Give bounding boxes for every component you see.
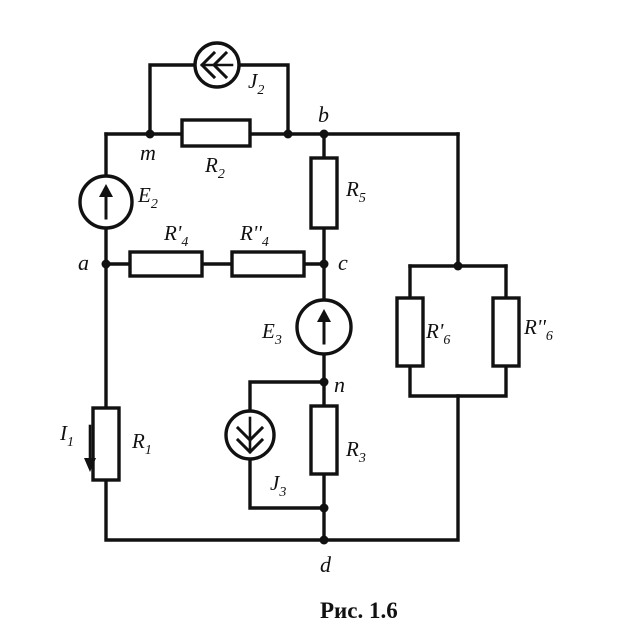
voltage-source-e2 (78, 174, 134, 230)
label-j3: J3 (270, 471, 286, 500)
junction-m (145, 129, 155, 139)
wire-j3-top (248, 380, 326, 413)
node-label-a: a (78, 250, 89, 275)
label-r4-prime: R'4 (163, 221, 188, 250)
label-r6-prime: R'6 (425, 319, 450, 348)
label-r5: R5 (345, 177, 366, 206)
arrow-up-icon (99, 184, 113, 197)
junction-b (319, 129, 329, 139)
resistor-r1 (91, 406, 121, 482)
node-label-c: c (338, 250, 348, 275)
resistor-r5 (309, 156, 339, 230)
label-r3: R3 (345, 437, 366, 466)
node-label-b: b (318, 102, 329, 127)
resistor-r2 (180, 118, 252, 148)
wire-j3-bottom (248, 457, 326, 510)
label-r2: R2 (204, 153, 225, 182)
junction-a (101, 259, 111, 269)
junction-d (319, 535, 329, 545)
label-e3: E3 (261, 319, 282, 348)
label-e2: E2 (137, 183, 158, 212)
voltage-source-e3 (295, 298, 353, 356)
label-r6-double-prime: R''6 (523, 315, 553, 344)
resistor-r6-prime (395, 296, 425, 368)
resistor-r4-double-prime (230, 250, 306, 278)
label-r1: R1 (131, 429, 152, 458)
wire-r6-bottom (408, 364, 508, 398)
wire-bottom-rail (104, 394, 460, 542)
current-source-j2 (193, 41, 241, 89)
wire-j2-right (237, 63, 290, 136)
arrow-down-icon (84, 458, 96, 472)
junction-r6-top (453, 261, 463, 271)
node-label-n: n (334, 372, 345, 397)
wires (104, 63, 508, 542)
figure-caption: Рис. 1.6 (320, 598, 398, 623)
junction-j2-right (283, 129, 293, 139)
label-j2: J2 (248, 69, 264, 98)
junction-n (319, 377, 329, 387)
junction-c (319, 259, 329, 269)
current-source-j3 (224, 409, 276, 461)
wire-j2-left (148, 63, 198, 136)
resistor-r4-prime (128, 250, 204, 278)
arrow-up-icon (317, 309, 331, 322)
node-label-d: d (320, 552, 332, 577)
junction-j3-bottom (319, 503, 329, 513)
node-label-m: m (140, 140, 156, 165)
resistor-r6-double-prime (491, 296, 521, 368)
resistor-r3 (309, 404, 339, 476)
label-r4-double-prime: R''4 (239, 221, 269, 250)
junction-dots (101, 129, 463, 545)
current-arrow-i1 (84, 424, 96, 472)
label-i1: I1 (59, 421, 74, 450)
